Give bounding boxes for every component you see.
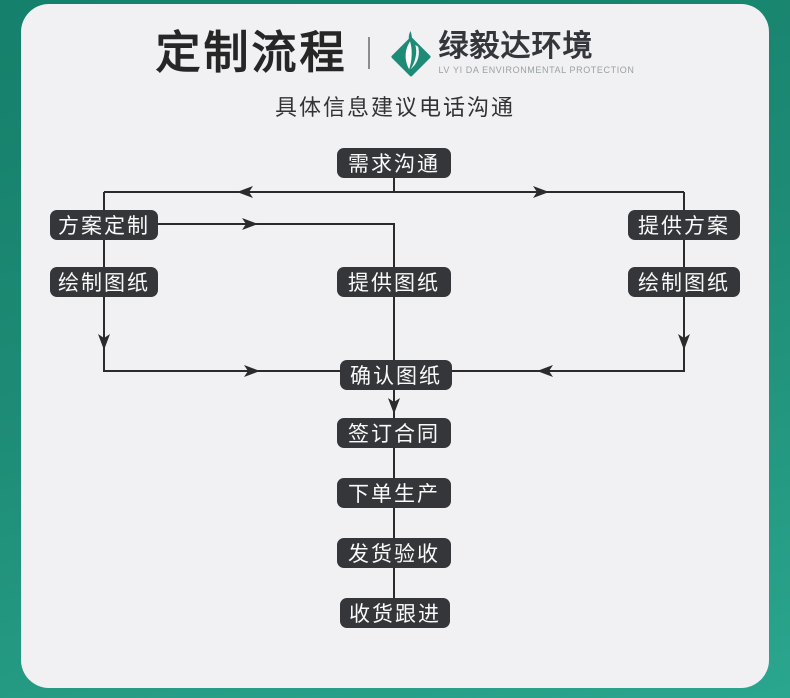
- flow-node-sign-contract: 签订合同: [337, 418, 451, 448]
- page-title: 定制流程: [155, 27, 348, 79]
- flow-node-ship-accept: 发货验收: [337, 538, 451, 568]
- contact-hint: 具体信息建议电话沟通: [274, 95, 515, 120]
- brand-subtitle: LV YI DA ENVIRONMENTAL PROTECTION: [438, 65, 635, 76]
- flow-node-receive-follow: 收货跟进: [340, 598, 450, 628]
- flow-node-plan-custom: 方案定制: [50, 210, 158, 240]
- flow-node-draw-right: 绘制图纸: [628, 267, 740, 297]
- leaf-diamond-icon: [390, 31, 431, 77]
- brand-logo: 绿毅达环境 LV YI DA ENVIRONMENTAL PROTECTION: [390, 28, 635, 78]
- brand-text-block: 绿毅达环境 LV YI DA ENVIRONMENTAL PROTECTION: [439, 31, 635, 76]
- flow-node-provide-drawing: 提供图纸: [337, 267, 451, 297]
- flow-node-demand: 需求沟通: [337, 148, 451, 178]
- arrowheads: [98, 186, 690, 414]
- header-divider: [367, 37, 370, 69]
- flow-node-confirm-drawing: 确认图纸: [340, 360, 452, 390]
- header: 定制流程 绿毅达环境 LV YI DA ENVIRONMENTAL PROTEC…: [21, 28, 769, 78]
- flow-node-order-produce: 下单生产: [337, 478, 451, 508]
- flow-node-draw-left: 绘制图纸: [50, 267, 158, 297]
- brand-name: 绿毅达环境: [438, 29, 594, 63]
- flow-node-provide-plan: 提供方案: [628, 210, 740, 240]
